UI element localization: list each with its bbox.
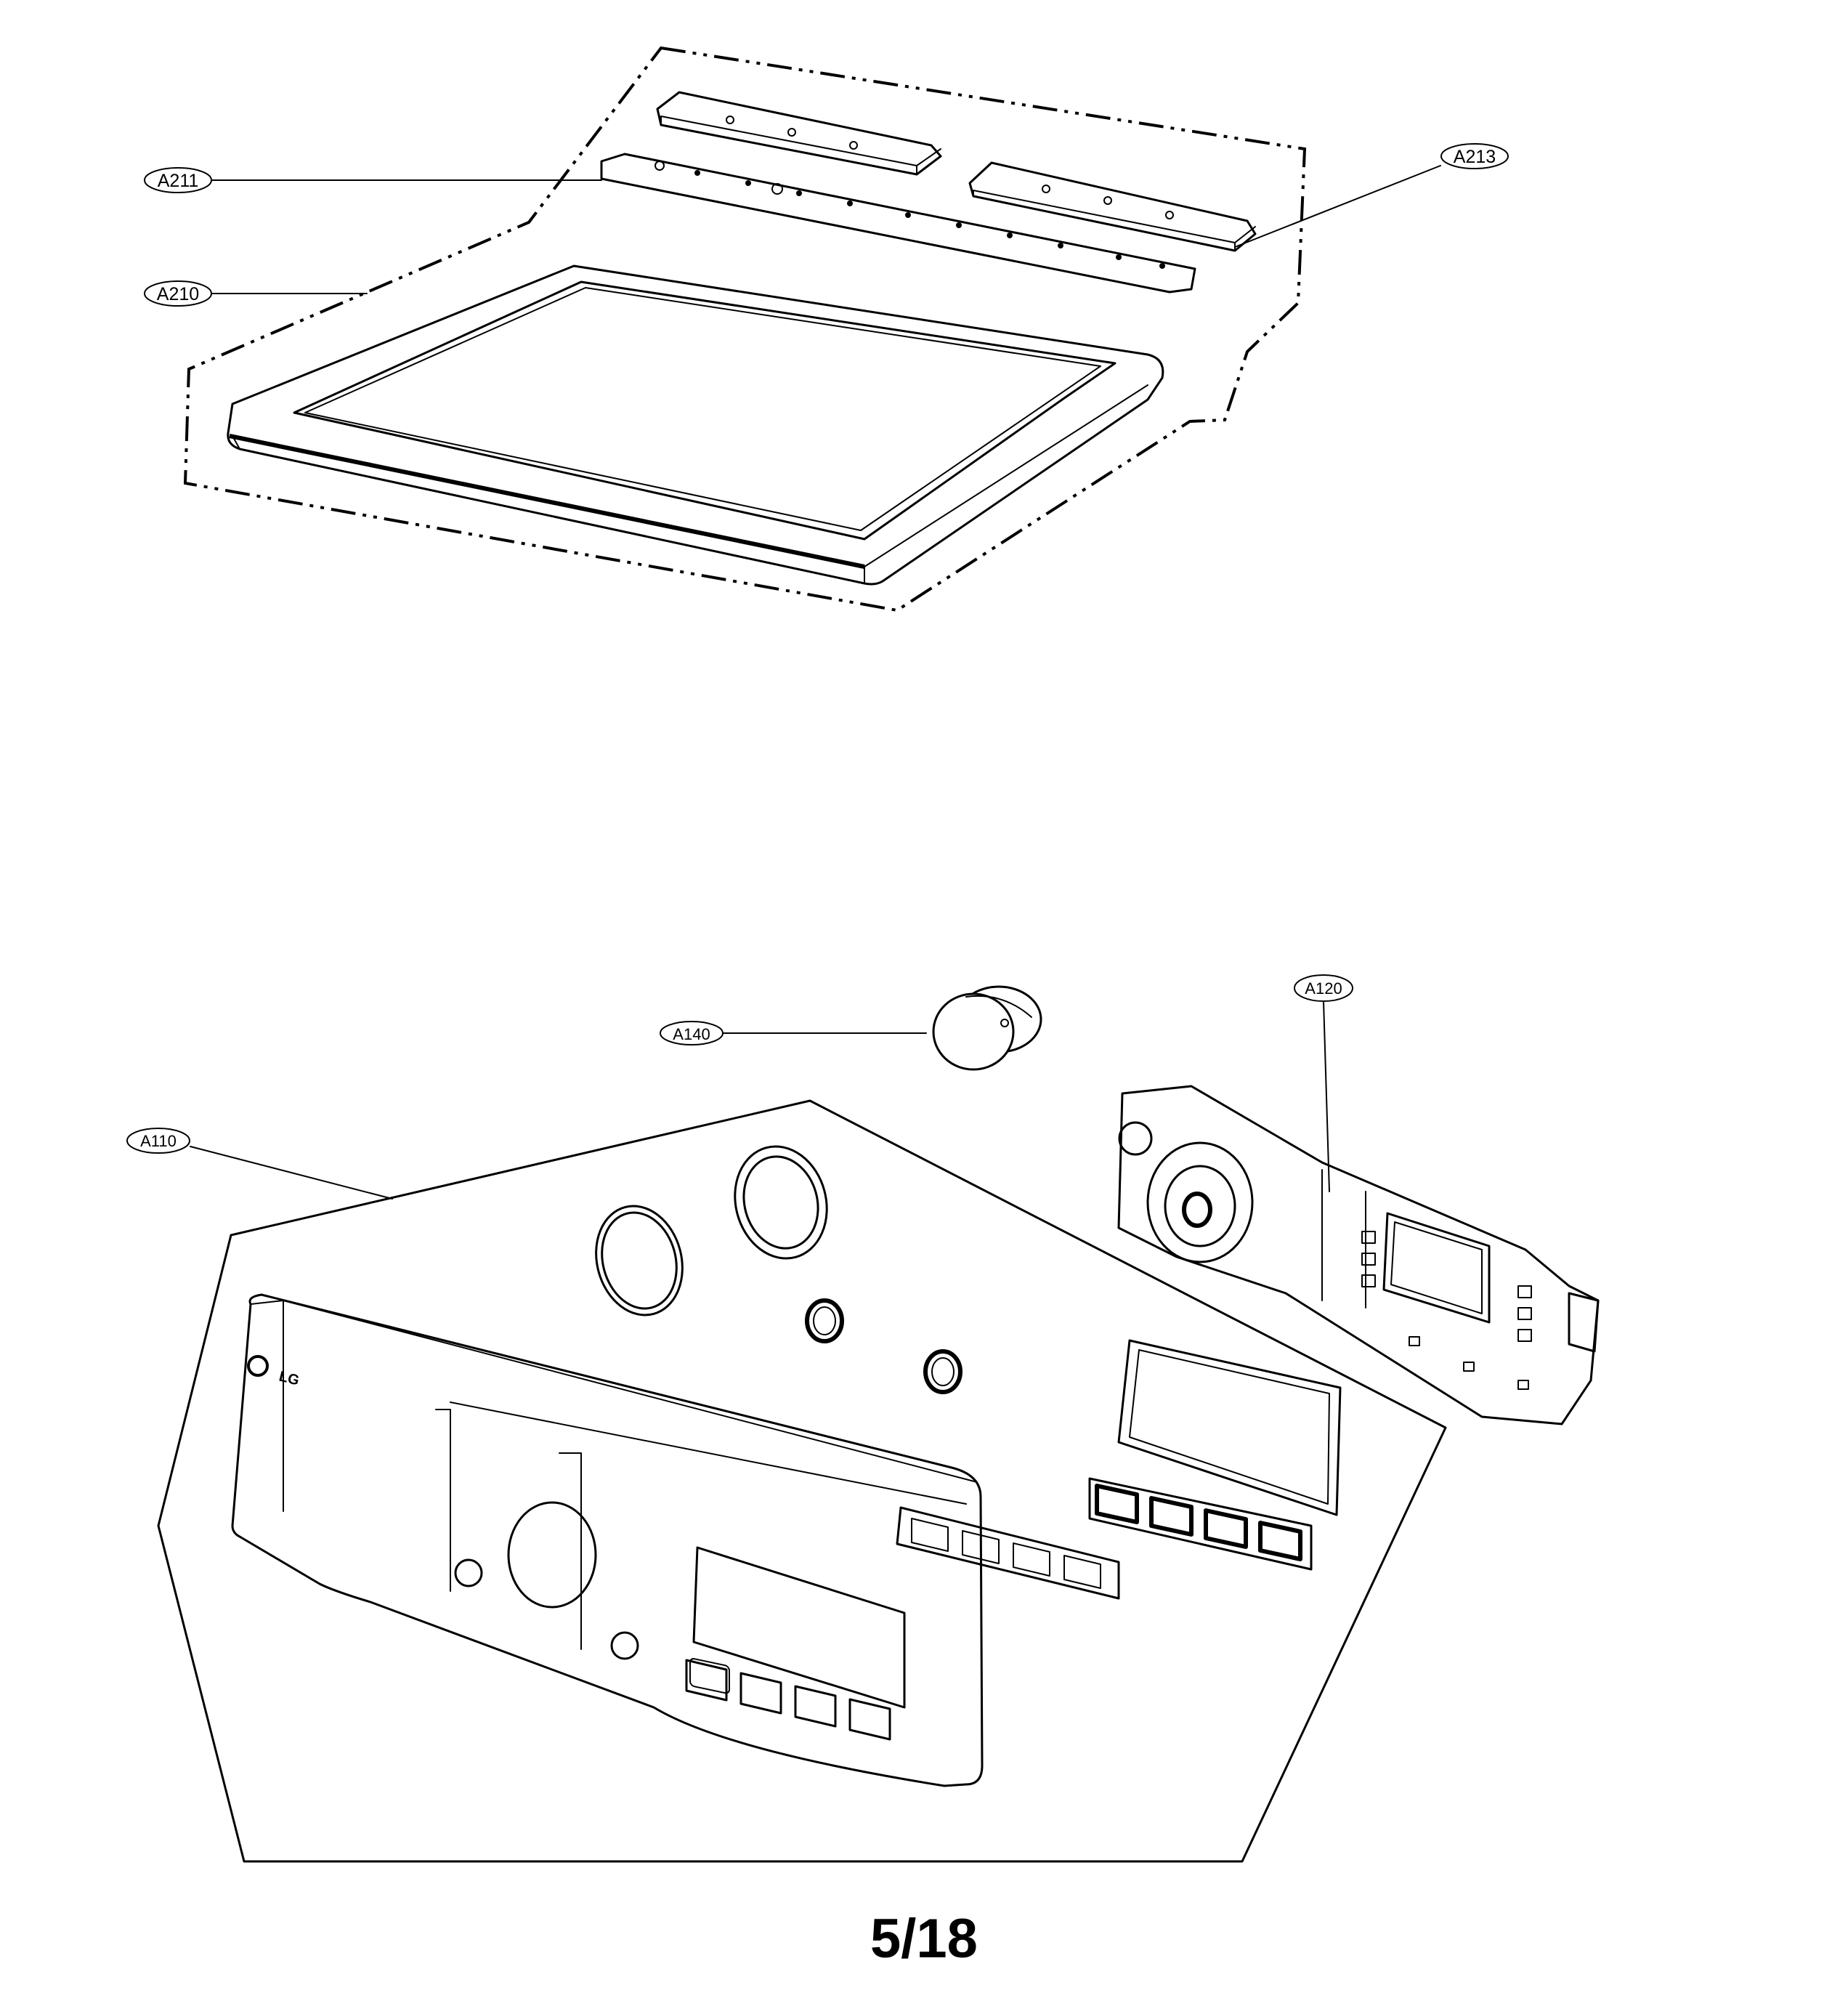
callout-a210: A210	[144, 280, 212, 307]
callout-label: A213	[1454, 147, 1496, 167]
pcb-assembly-part	[1117, 1085, 1600, 1425]
control-assembly-boundary	[157, 1099, 1447, 1863]
hinge-cap-right-part	[968, 161, 1257, 252]
callout-label: A120	[1305, 979, 1342, 998]
lg-logo-icon	[247, 1355, 269, 1377]
button-strip-rear-part	[1088, 1477, 1313, 1571]
small-knob-left-part	[805, 1298, 844, 1343]
display-window-part	[1117, 1339, 1342, 1516]
knob-ring-right-part	[734, 1145, 828, 1260]
callout-label: A210	[157, 284, 199, 304]
callout-a213: A213	[1440, 143, 1509, 169]
leader-a213	[1234, 165, 1441, 248]
leader-a120	[1323, 1000, 1330, 1192]
top-cover-part	[227, 264, 1164, 586]
callout-a120: A120	[1294, 974, 1353, 1002]
callout-a211: A211	[144, 167, 212, 193]
leader-a110	[190, 1146, 393, 1200]
small-knob-right-part	[923, 1349, 962, 1394]
control-panel-fascia-part	[231, 1293, 984, 1787]
callout-label: A110	[140, 1132, 177, 1150]
callout-label: A140	[673, 1025, 710, 1043]
control-assembly-group	[157, 985, 1600, 1863]
callout-a140: A140	[660, 1021, 724, 1045]
knob-ring-left-part	[595, 1205, 684, 1317]
hinge-cap-left-part	[656, 91, 942, 176]
top-assembly-boundary	[183, 46, 1307, 612]
callout-label: A211	[158, 171, 199, 191]
button-strip-front-part	[896, 1506, 1120, 1600]
callout-a110: A110	[126, 1128, 190, 1154]
page-number: 5/18	[870, 1908, 978, 1970]
hinge-bracket-part	[600, 153, 1196, 294]
main-knob-part	[932, 985, 1042, 1071]
top-assembly-group	[183, 46, 1441, 612]
